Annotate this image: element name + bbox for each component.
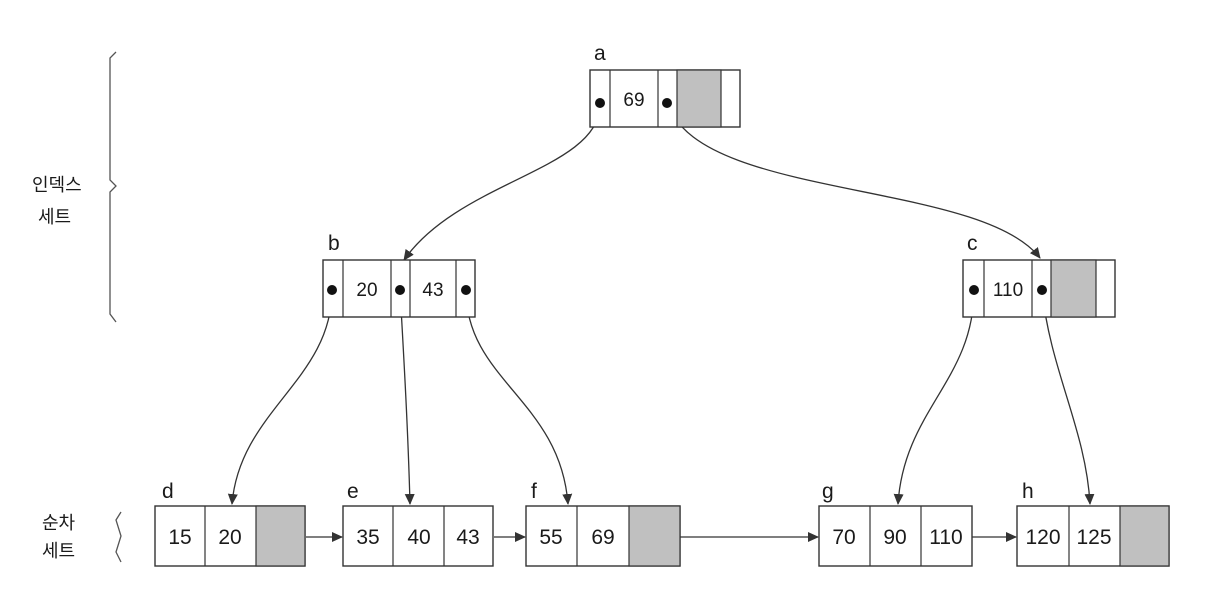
pointer-dot (969, 285, 979, 295)
index-node-a: a 69 (589, 42, 741, 128)
sequence-set-label: 순차 세트 (42, 511, 122, 563)
key-55: 55 (539, 526, 562, 549)
key-15: 15 (168, 526, 191, 549)
key-125: 125 (1076, 526, 1111, 549)
leaf-node-d: d 15 20 (154, 480, 306, 567)
key-70: 70 (832, 526, 855, 549)
node-label-g: g (822, 480, 834, 503)
edge-b-to-e (399, 289, 415, 505)
index-node-b: b 20 43 (322, 232, 476, 318)
node-label-d: d (162, 480, 174, 503)
key-40: 40 (407, 526, 430, 549)
node-label-e: e (347, 480, 359, 503)
empty-slot (628, 505, 681, 567)
pointer-dot (327, 285, 337, 295)
edge-b-to-f (465, 289, 573, 505)
empty-slot (1050, 259, 1097, 318)
empty-slot (1119, 505, 1170, 567)
key-90: 90 (883, 526, 906, 549)
leaf-node-h: h 120 125 (1016, 480, 1170, 567)
sequence-set-brace (115, 511, 122, 563)
index-set-brace (109, 51, 117, 323)
node-label-b: b (328, 232, 340, 255)
pointer-dot (1037, 285, 1047, 295)
index-set-label: 인덱스 세트 (32, 51, 117, 323)
key-43: 43 (456, 526, 479, 549)
leaf-node-g: g 70 90 110 (818, 480, 973, 567)
edge-a-to-b (403, 103, 601, 261)
node-label-c: c (967, 232, 978, 255)
node-label-a: a (594, 42, 606, 65)
node-label-h: h (1022, 480, 1034, 503)
sequence-set-label-line2: 세트 (42, 541, 75, 562)
pointer-dot (395, 285, 405, 295)
index-set-label-line2: 세트 (38, 207, 71, 228)
empty-slot (255, 505, 306, 567)
index-node-c: c 110 (962, 232, 1116, 318)
leaf-node-f: f 55 69 (525, 480, 681, 567)
key-35: 35 (356, 526, 379, 549)
key-43: 43 (422, 280, 443, 301)
pointer-dot (461, 285, 471, 295)
index-set-label-line1: 인덱스 (32, 175, 82, 196)
key-20: 20 (356, 280, 377, 301)
key-20: 20 (218, 526, 241, 549)
pointer-dot (595, 98, 605, 108)
key-69: 69 (623, 90, 644, 111)
pointer-edges (227, 103, 1095, 505)
node-label-f: f (531, 480, 537, 503)
key-69: 69 (591, 526, 614, 549)
sequence-set-label-line1: 순차 (42, 513, 76, 534)
edge-c-to-h (1041, 289, 1095, 505)
edge-b-to-d (227, 289, 333, 505)
pointer-dot (662, 98, 672, 108)
leaf-node-e: e 35 40 43 (342, 480, 494, 567)
key-120: 120 (1025, 526, 1060, 549)
edge-c-to-g (893, 289, 975, 505)
key-110: 110 (993, 280, 1023, 301)
key-110: 110 (929, 526, 962, 549)
edge-a-to-c (667, 103, 1041, 259)
empty-slot (676, 69, 722, 128)
